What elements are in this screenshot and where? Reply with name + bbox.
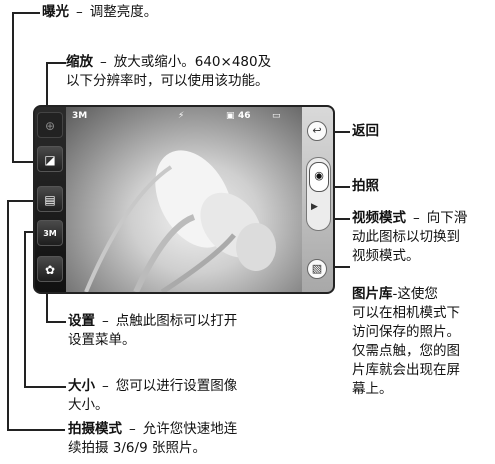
video-mode-desc-2: 动此图标以切换到: [352, 229, 460, 245]
shot-mode-connector: [7, 200, 9, 430]
gallery-desc-6: 幕上。: [352, 381, 393, 397]
video-mode-term: 视频模式: [352, 210, 406, 226]
back-connector: [328, 131, 350, 133]
shot-mode-desc-1: 允许您快速地连: [142, 421, 238, 437]
camera-viewfinder: 3M ⚡ ▣ 46 ▭: [66, 107, 302, 292]
back-term: 返回: [352, 123, 379, 139]
back-callout: 返回: [352, 122, 379, 141]
size-dash: –: [102, 378, 109, 394]
gallery-desc-5: 片库就会出现在屏: [352, 362, 460, 378]
exposure-connector: [12, 12, 14, 162]
settings-dash: –: [102, 313, 109, 329]
camera-icon[interactable]: ◉: [309, 162, 329, 192]
zoom-icon[interactable]: ⊕: [37, 112, 63, 138]
camera-right-toolbar: ↩ ◉ ▶ ▧: [302, 107, 333, 292]
gallery-term: 图片库: [352, 286, 393, 302]
capture-term: 拍照: [352, 178, 379, 194]
resolution-indicator: 3M: [72, 111, 88, 121]
size-term: 大小: [68, 378, 95, 394]
size-connector: [24, 231, 26, 387]
exposure-connector-bottom: [12, 161, 34, 163]
video-mode-desc-3: 视频模式。: [352, 248, 420, 264]
settings-desc-2: 设置菜单。: [68, 332, 136, 348]
camera-screen: 3M ⚡ ▣ 46 ▭ ⊕ ◪ ▤ 3M ✿ ↩ ◉ ▶ ▧: [33, 105, 335, 294]
video-mode-dash: –: [413, 210, 420, 226]
zoom-dash: –: [100, 54, 107, 70]
zoom-connector-top: [46, 62, 66, 64]
settings-term: 设置: [68, 313, 95, 329]
size-callout: 大小–您可以进行设置图像 大小。: [68, 377, 237, 415]
video-mode-desc-1: 向下滑: [426, 210, 468, 226]
video-camera-icon[interactable]: ▶: [311, 202, 318, 212]
size-connector-bottom: [24, 386, 66, 388]
size-desc-2: 大小。: [68, 397, 109, 413]
exposure-term: 曝光: [42, 4, 69, 20]
settings-connector-bottom: [46, 321, 66, 323]
camera-left-toolbar: ⊕ ◪ ▤ 3M ✿: [35, 107, 66, 292]
battery-icon: ▭: [272, 111, 281, 121]
size-connector-top: [24, 231, 34, 233]
gallery-connector: [328, 266, 350, 268]
zoom-callout: 缩放–放大或缩小。640×480及 以下分辨率时，可以使用该功能。: [66, 53, 271, 91]
shot-mode-callout: 拍摄模式–允许您快速地连 续拍摄 3/6/9 张照片。: [68, 420, 237, 458]
shot-count: 46: [238, 111, 251, 121]
back-arrow-icon[interactable]: ↩: [307, 121, 327, 141]
gallery-icon[interactable]: ▧: [307, 259, 327, 279]
zoom-connector: [46, 62, 48, 112]
flash-icon: ⚡: [178, 111, 185, 121]
shot-mode-term: 拍摄模式: [68, 421, 122, 437]
gallery-desc-2: 可以在相机模式下: [352, 305, 460, 321]
capture-slider[interactable]: ◉ ▶: [306, 157, 331, 231]
gallery-desc-4: 仅需点触，您的图: [352, 343, 460, 359]
gallery-desc-3: 访问保存的照片。: [352, 324, 460, 340]
memory-icon: ▣: [226, 111, 235, 121]
shot-mode-connector-top: [7, 200, 34, 202]
gallery-callout: 图片库-这使您 可以在相机模式下 访问保存的照片。 仅需点触，您的图 片库就会出…: [352, 285, 460, 399]
zoom-desc-2: 以下分辨率时，可以使用该功能。: [66, 73, 269, 89]
exposure-dash: –: [76, 4, 83, 20]
settings-callout: 设置–点触此图标可以打开 设置菜单。: [68, 312, 237, 350]
gallery-desc-1: -这使您: [392, 286, 438, 302]
shot-mode-dash: –: [129, 421, 136, 437]
shot-mode-connector-bottom: [7, 429, 65, 431]
capture-callout: 拍照: [352, 177, 379, 196]
size-icon[interactable]: 3M: [37, 220, 63, 246]
shot-mode-desc-2: 续拍摄 3/6/9 张照片。: [68, 440, 206, 456]
settings-desc-1: 点触此图标可以打开: [115, 313, 238, 329]
exposure-callout: 曝光–调整亮度。: [42, 3, 157, 22]
calla-lily-image: [84, 150, 276, 292]
size-desc-1: 您可以进行设置图像: [115, 378, 238, 394]
exposure-desc: 调整亮度。: [89, 4, 158, 20]
zoom-desc-1: 放大或缩小。640×480及: [113, 54, 272, 70]
gear-icon[interactable]: ✿: [37, 256, 63, 282]
shot-mode-icon[interactable]: ▤: [37, 186, 63, 212]
zoom-term: 缩放: [66, 54, 93, 70]
exposure-icon[interactable]: ◪: [37, 146, 63, 172]
settings-connector: [46, 282, 48, 322]
capture-connector: [328, 186, 350, 188]
video-connector: [328, 218, 350, 220]
video-mode-callout: 视频模式–向下滑 动此图标以切换到 视频模式。: [352, 209, 467, 266]
exposure-connector-top: [12, 12, 40, 14]
